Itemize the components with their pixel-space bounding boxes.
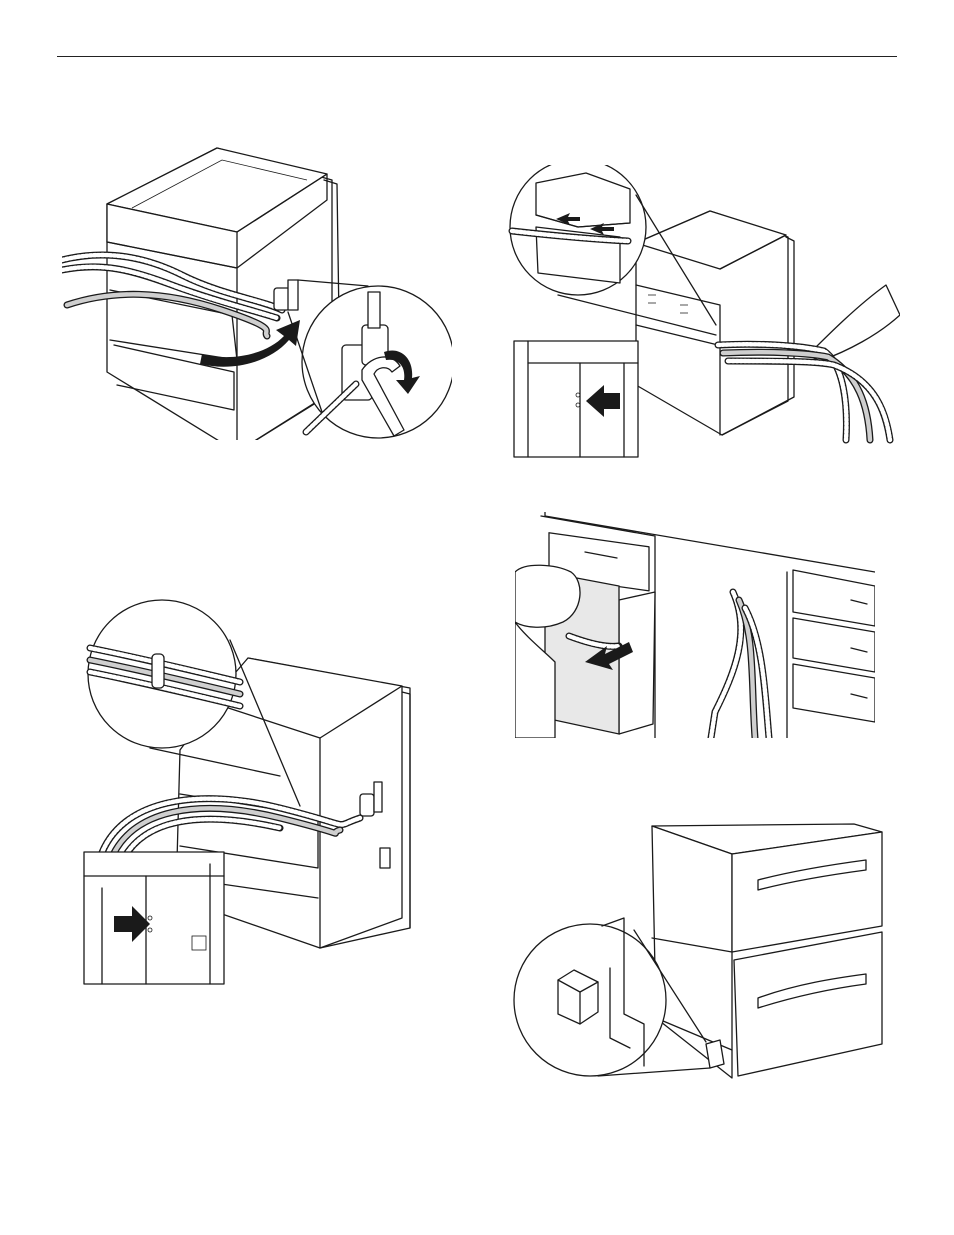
header-rule	[57, 56, 897, 57]
cabinet-door	[619, 592, 655, 734]
lower-drawer-front	[734, 932, 882, 1076]
block	[706, 1040, 724, 1068]
fig-secure-hose-clips	[80, 598, 440, 988]
fig-connect-water-line	[62, 140, 452, 440]
inset-cabinet	[84, 852, 224, 984]
hose-clip	[152, 654, 164, 688]
fig-dishwasher-drawer-installed	[506, 818, 892, 1088]
fig-feed-hoses-through-cabinet	[508, 165, 900, 460]
drawer	[793, 570, 875, 626]
fig-pull-hoses-under-sink	[515, 512, 875, 738]
